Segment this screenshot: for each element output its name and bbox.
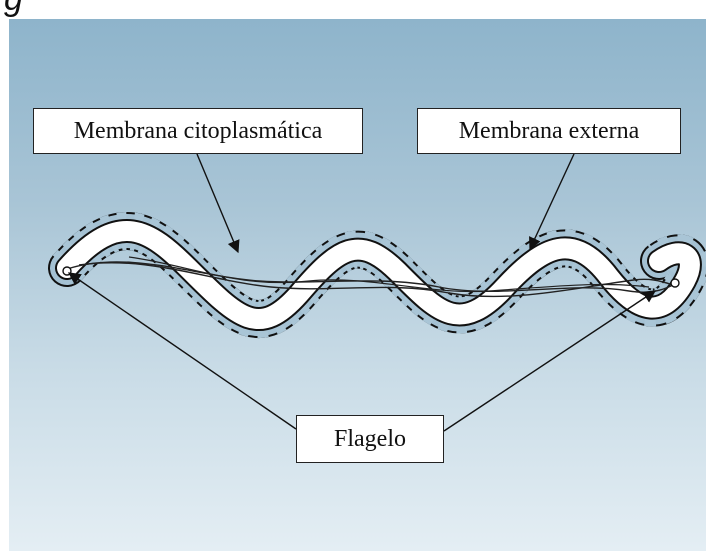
basal-body-right xyxy=(671,279,679,287)
label-cytoplasmic-membrane: Membrana citoplasmática xyxy=(33,108,363,154)
caption-text: g xyxy=(4,0,23,17)
label-flagellum: Flagelo xyxy=(296,415,444,463)
pointers xyxy=(69,154,655,431)
diagram-panel: Membrana citoplasmática Membrana externa… xyxy=(9,19,706,551)
label-outer-membrane: Membrana externa xyxy=(417,108,681,154)
pointer-flagellum-left xyxy=(69,273,296,429)
label-flagellum-text: Flagelo xyxy=(334,426,406,453)
pointer-cytoplasmic-membrane xyxy=(197,154,238,252)
label-outer-membrane-text: Membrana externa xyxy=(459,118,640,145)
label-cytoplasmic-membrane-text: Membrana citoplasmática xyxy=(74,118,323,145)
caption-strip: g xyxy=(0,0,716,17)
spirochete-diagram xyxy=(9,19,706,551)
